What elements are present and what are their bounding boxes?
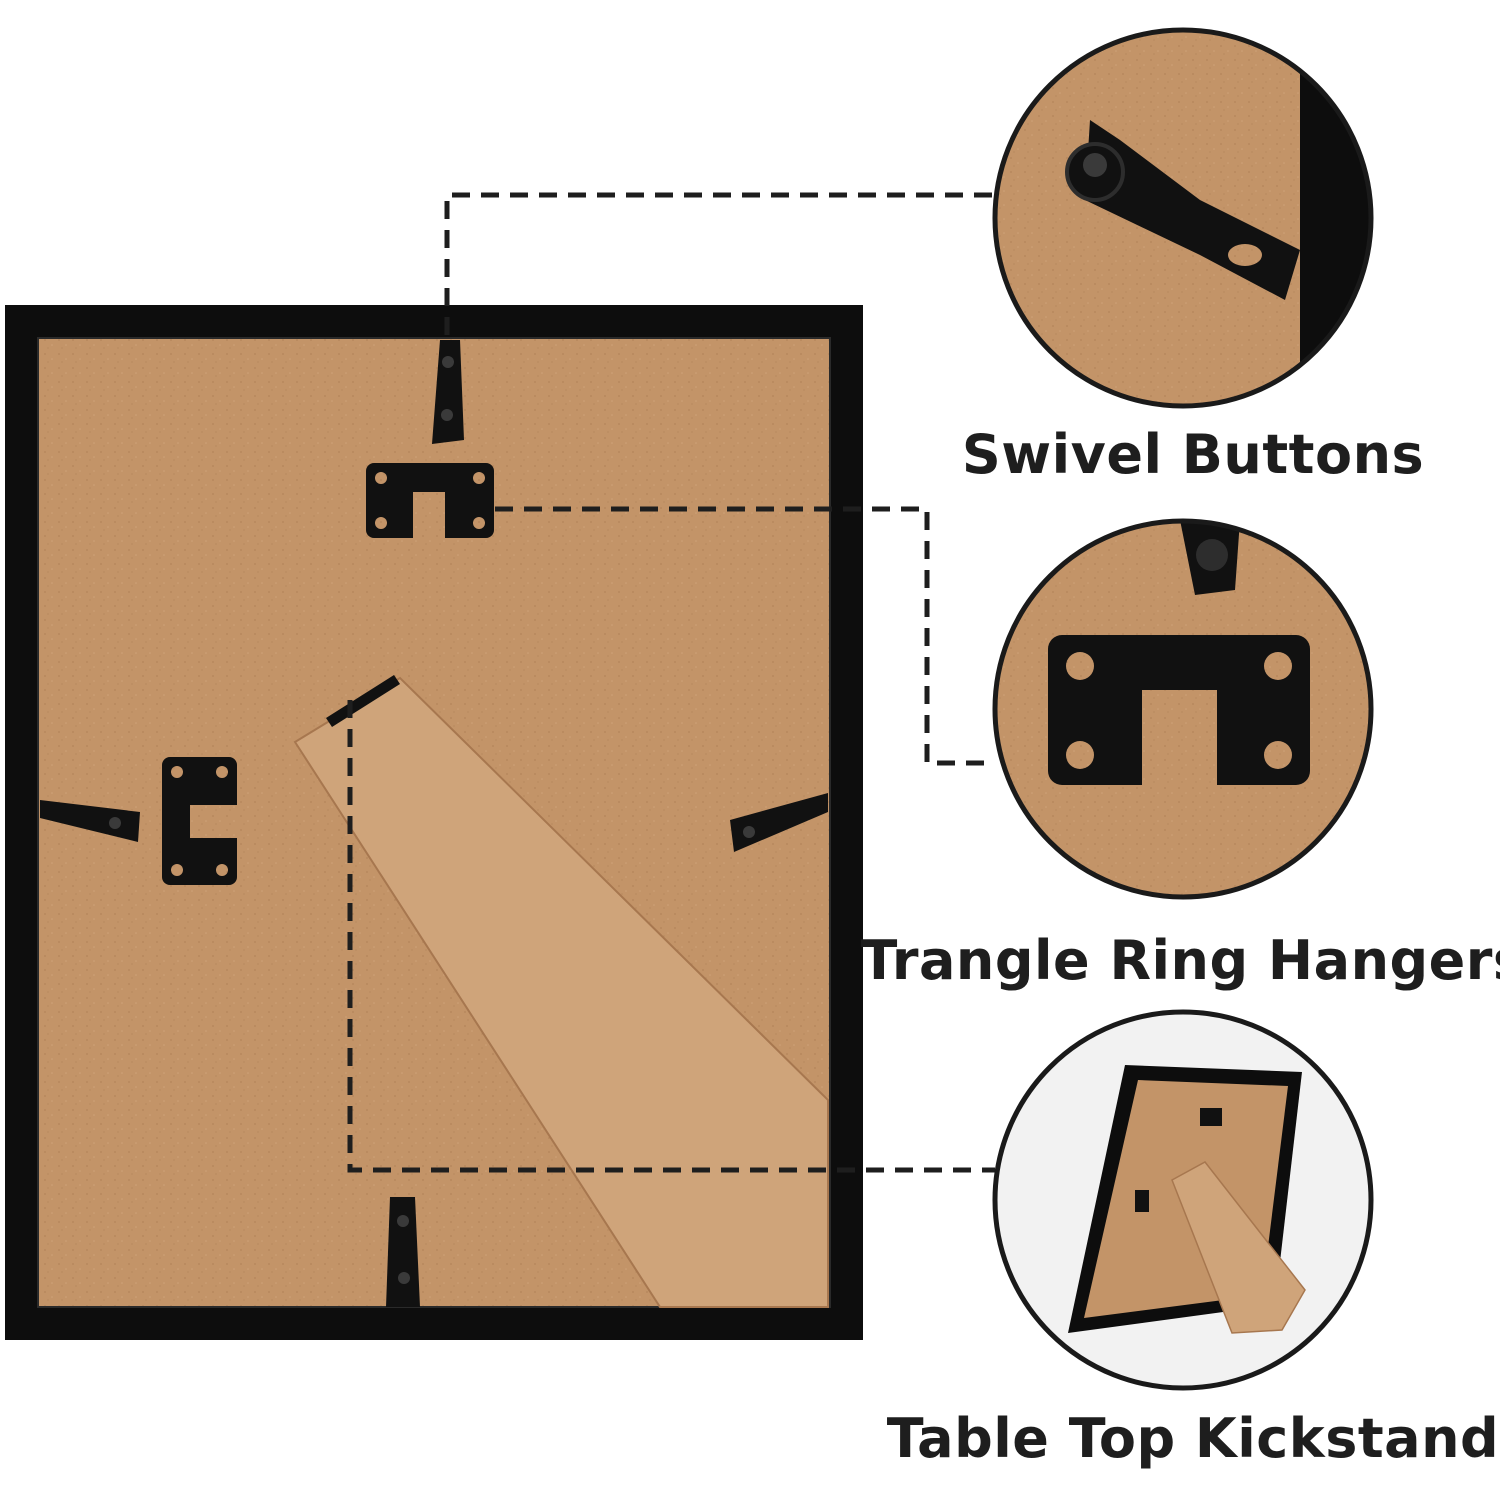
closeup-kickstand	[992, 1009, 1374, 1391]
callout-ring-hangers: Trangle Ring Hangers	[860, 929, 1500, 992]
closeup-swivel-buttons	[992, 27, 1374, 409]
sawtooth-hanger-left	[162, 757, 237, 885]
sawtooth-hanger-top	[366, 463, 494, 538]
swivel-button-left	[40, 800, 140, 842]
swivel-button-bottom	[386, 1197, 420, 1307]
callout-swivel-buttons: Swivel Buttons	[961, 423, 1425, 486]
kickstand	[293, 675, 829, 1308]
swivel-button-right	[730, 793, 828, 852]
swivel-button-top	[432, 340, 464, 444]
closeup-ring-hangers	[992, 518, 1374, 900]
leader-lines	[347, 192, 995, 1173]
callout-kickstand: Table Top Kickstand	[886, 1407, 1500, 1470]
